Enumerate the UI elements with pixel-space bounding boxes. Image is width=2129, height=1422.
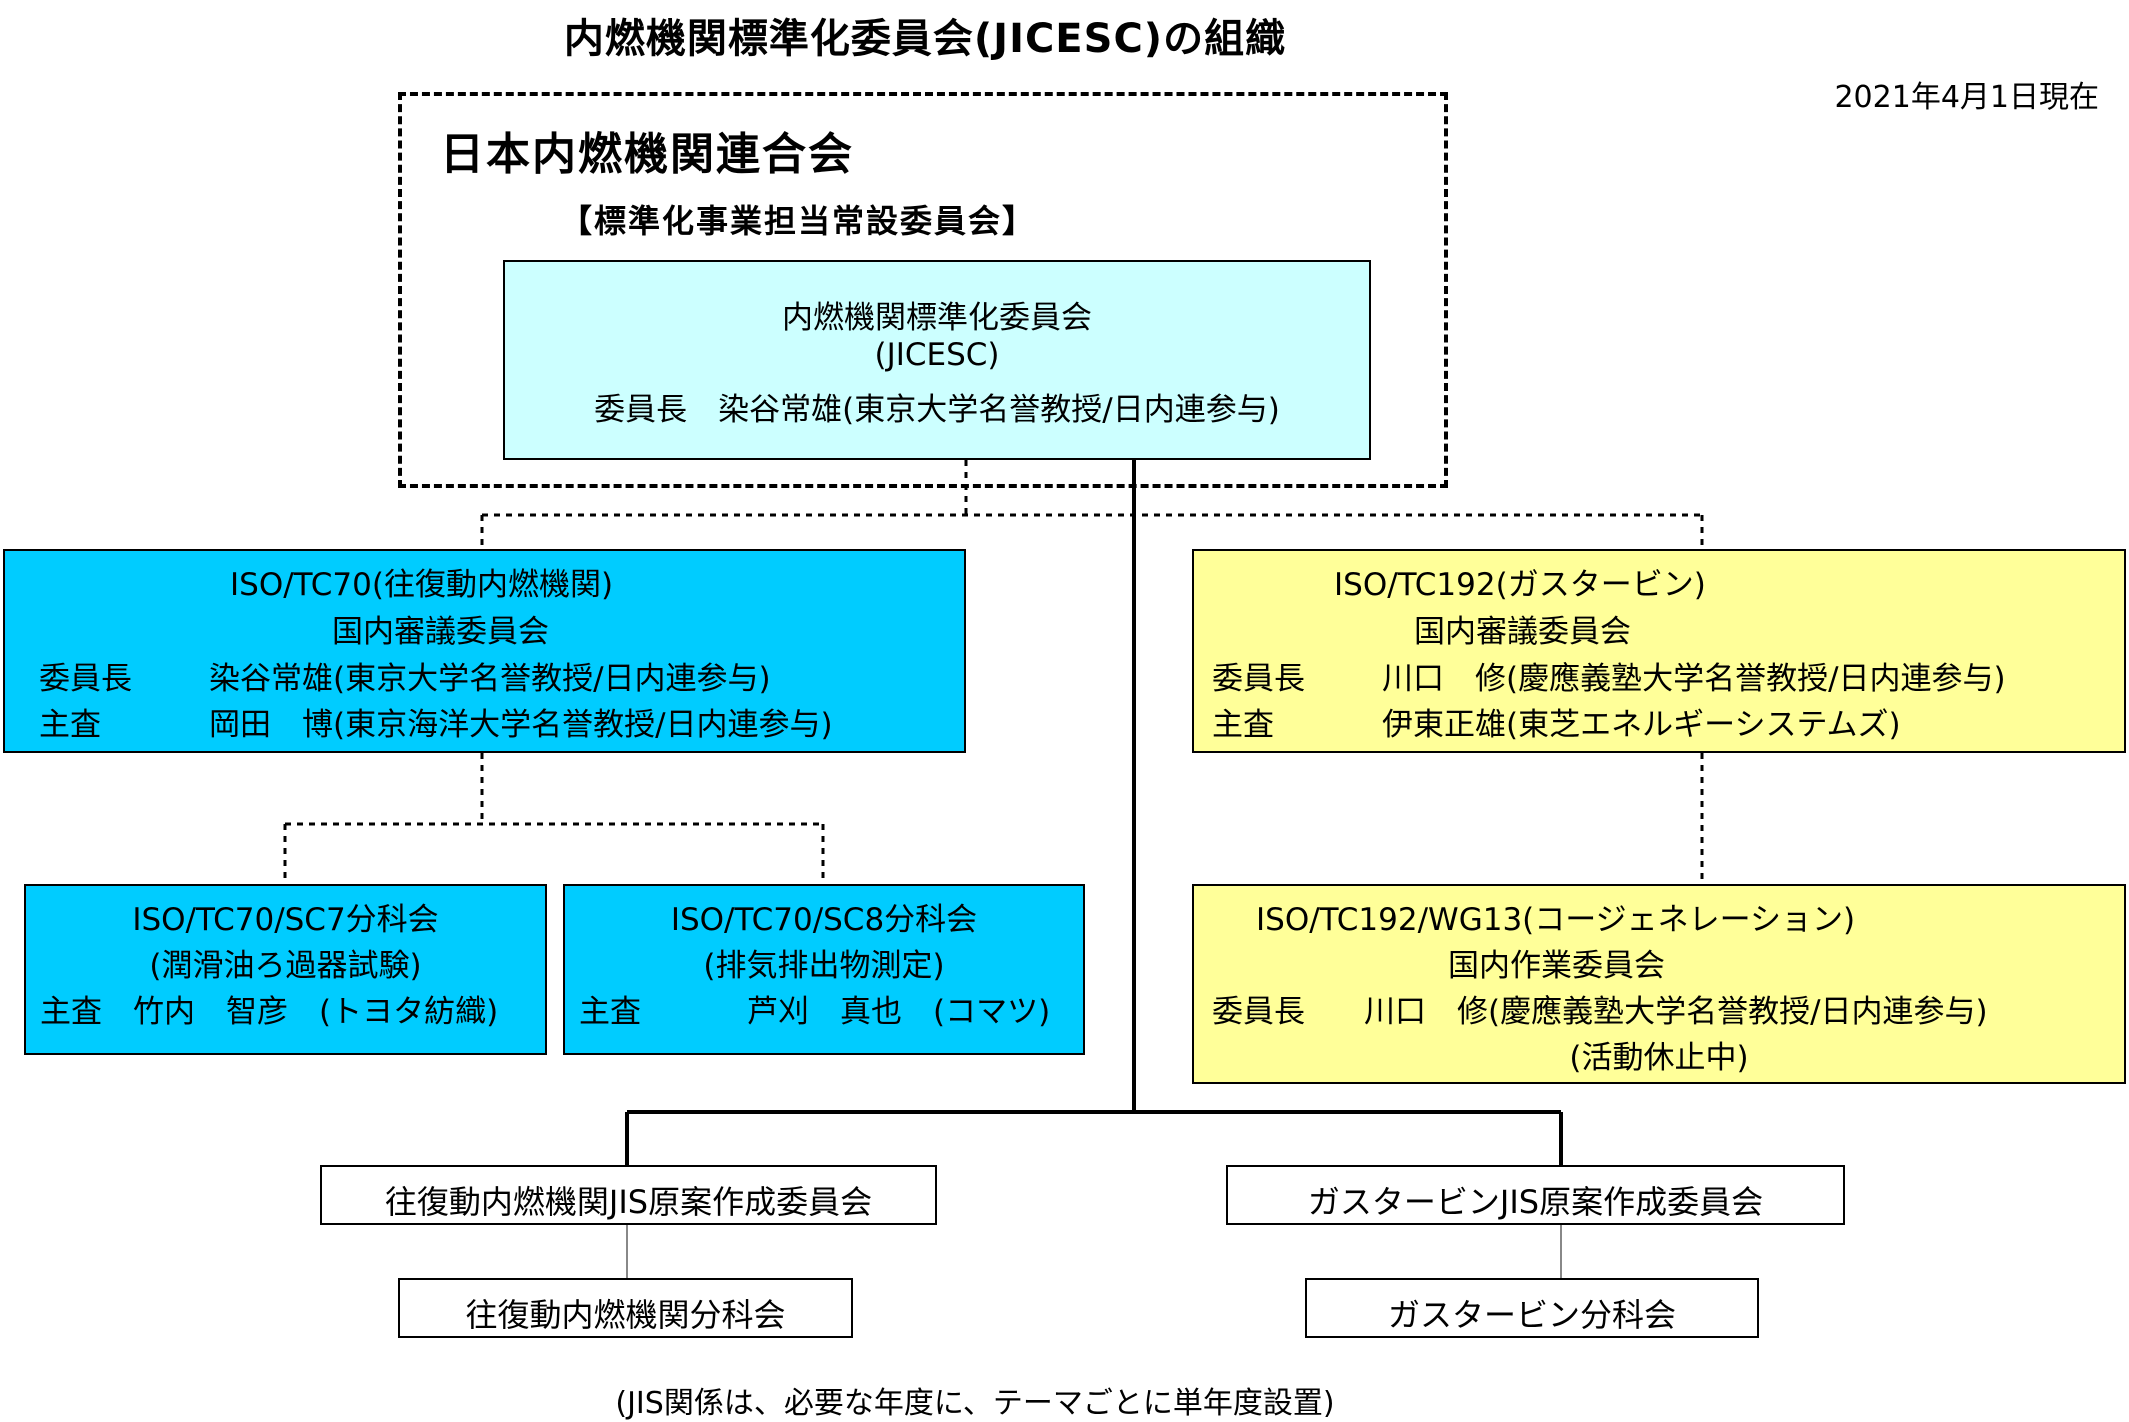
- jicesc-chair: 委員長 染谷常雄(東京大学名誉教授/日内連参与): [594, 392, 1280, 428]
- tc192-name: ISO/TC192(ガスタービン): [1334, 567, 1706, 603]
- tc70-chair: 染谷常雄(東京大学名誉教授/日内連参与): [209, 661, 771, 697]
- tc192-committee: 国内審議委員会: [1414, 614, 1631, 650]
- gas-subcommittee: ガスタービン分科会: [1387, 1296, 1676, 1334]
- jis-recip-committee-box: 往復動内燃機関JIS原案作成委員会: [320, 1165, 937, 1225]
- association-boundary: [398, 92, 1448, 488]
- tc70-secretary-role: 主査: [39, 707, 101, 743]
- standing-committee-label: 【標準化事業担当常設委員会】: [560, 202, 1037, 240]
- jicesc-box: 内燃機関標準化委員会 (JICESC) 委員長 染谷常雄(東京大学名誉教授/日内…: [503, 260, 1371, 460]
- tc192-chair: 川口 修(慶應義塾大学名誉教授/日内連参与): [1382, 661, 2006, 697]
- sc7-name: ISO/TC70/SC7分科会: [132, 902, 439, 938]
- wg13-chair-role: 委員長: [1212, 994, 1305, 1030]
- wg13-status: (活動休止中): [1569, 1040, 1749, 1076]
- tc70-secretary: 岡田 博(東京海洋大学名誉教授/日内連参与): [209, 707, 833, 743]
- jis-gas-committee: ガスタービンJIS原案作成委員会: [1307, 1183, 1764, 1221]
- page-title: 内燃機関標準化委員会(JICESC)の組織: [563, 16, 1287, 62]
- tc192-secretary-role: 主査: [1212, 707, 1274, 743]
- jicesc-name: 内燃機関標準化委員会: [782, 300, 1092, 336]
- tc70-committee: 国内審議委員会: [332, 614, 549, 650]
- recip-subcommittee-box: 往復動内燃機関分科会: [398, 1278, 853, 1338]
- sc8-name: ISO/TC70/SC8分科会: [670, 902, 978, 938]
- tc192-chair-role: 委員長: [1212, 661, 1305, 697]
- gas-subcommittee-box: ガスタービン分科会: [1305, 1278, 1759, 1338]
- jis-recip-committee: 往復動内燃機関JIS原案作成委員会: [384, 1183, 873, 1221]
- jis-gas-committee-box: ガスタービンJIS原案作成委員会: [1226, 1165, 1845, 1225]
- wg13-box: ISO/TC192/WG13(コージェネレーション) 国内作業委員会 委員長 川…: [1192, 884, 2126, 1084]
- tc192-box: ISO/TC192(ガスタービン) 国内審議委員会 委員長 川口 修(慶應義塾大…: [1192, 549, 2126, 753]
- tc70-chair-role: 委員長: [39, 661, 132, 697]
- sc8-secretary-role: 主査: [579, 994, 641, 1030]
- sc7-box: ISO/TC70/SC7分科会 (潤滑油ろ過器試験) 主査 竹内 智彦 (トヨタ…: [24, 884, 547, 1055]
- association-name: 日本内燃機関連合会: [440, 129, 854, 180]
- sc8-box: ISO/TC70/SC8分科会 (排気排出物測定) 主査 芦刈 真也 (コマツ): [563, 884, 1085, 1055]
- jicesc-abbr: (JICESC): [874, 337, 1000, 373]
- recip-subcommittee: 往復動内燃機関分科会: [465, 1296, 786, 1334]
- sc8-topic: (排気排出物測定): [703, 948, 945, 984]
- tc70-name: ISO/TC70(往復動内燃機関): [230, 567, 614, 603]
- sc7-secretary: 主査 竹内 智彦 (トヨタ紡織): [40, 994, 499, 1030]
- sc8-secretary: 芦刈 真也 (コマツ): [747, 994, 1051, 1030]
- wg13-committee: 国内作業委員会: [1448, 948, 1665, 984]
- wg13-chair: 川口 修(慶應義塾大学名誉教授/日内連参与): [1364, 994, 1988, 1030]
- tc192-secretary: 伊東正雄(東芝エネルギーシステムズ): [1382, 707, 1901, 743]
- sc7-topic: (潤滑油ろ過器試験): [149, 948, 422, 984]
- footnote: (JIS関係は、必要な年度に、テーマごとに単年度設置): [615, 1386, 1335, 1421]
- wg13-name: ISO/TC192/WG13(コージェネレーション): [1256, 902, 1856, 938]
- as-of-date: 2021年4月1日現在: [1834, 80, 2099, 115]
- tc70-box: ISO/TC70(往復動内燃機関) 国内審議委員会 委員長 染谷常雄(東京大学名…: [3, 549, 966, 753]
